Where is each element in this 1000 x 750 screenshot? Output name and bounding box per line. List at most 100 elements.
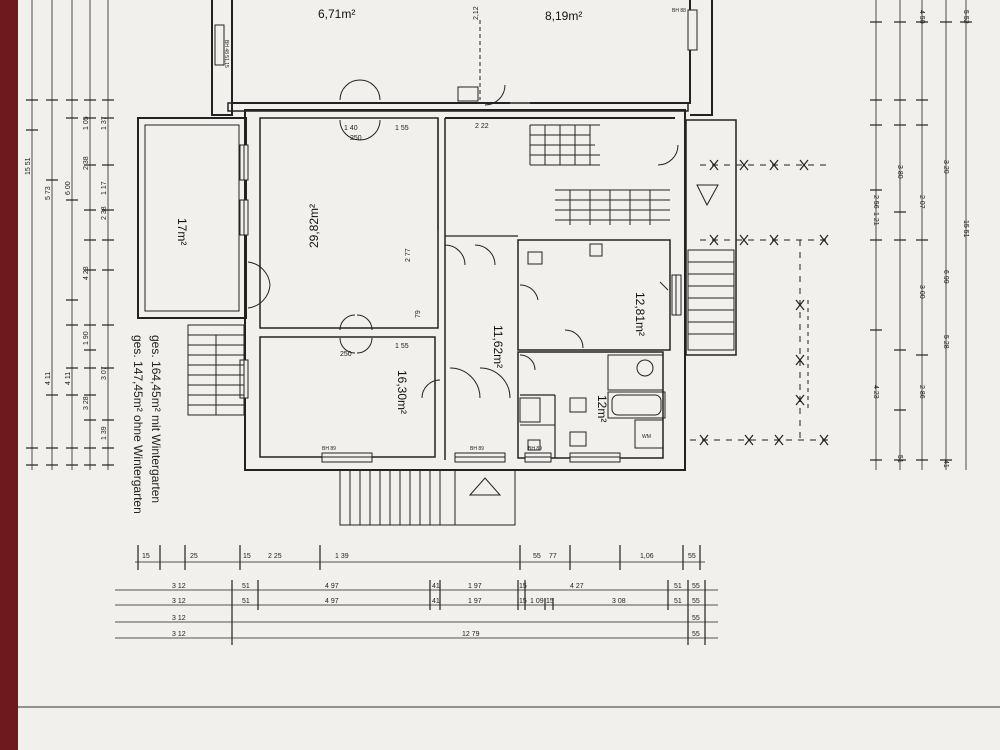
ldim-7: 1 17	[101, 181, 108, 195]
washing-machine-label: WM	[642, 434, 651, 440]
dim-155-top: 1 55	[395, 125, 409, 132]
bdim-3-2: 4 97	[325, 598, 339, 605]
stairs	[187, 124, 735, 526]
zimmer-2-area: 29,82m²	[307, 204, 321, 248]
total-area-without-wintergarten: ges. 147,45m² ohne Wintergarten	[131, 335, 145, 514]
ldim-11: 1 37	[101, 116, 108, 130]
ldim-8: 2 38	[101, 206, 108, 220]
ldim-1: 5 73	[45, 186, 52, 200]
dim-250-mid: 250	[340, 351, 352, 358]
bdim-2-8: 55	[692, 583, 700, 590]
bdim-4-1: 55	[692, 615, 700, 622]
doors	[247, 20, 679, 399]
bdim-5-1: 12 79	[462, 631, 480, 638]
ldim-12: 4 23	[83, 266, 90, 280]
railing-markers	[699, 159, 829, 446]
terrace-railing	[690, 164, 830, 441]
rdim-7: 5 28	[942, 335, 949, 349]
ldim-14: 3 07	[101, 366, 108, 380]
bdim-3-10: 55	[692, 598, 700, 605]
bdim-1-1: 25	[190, 553, 198, 560]
total-area-with-wintergarten: ges. 164,45m² mit Wintergarten	[149, 335, 163, 503]
bdim-1-3: 2 25	[268, 553, 282, 560]
right-dim-labels: 15 51 6 99 5 52 4 50 3 20 2 07 3 00 5 28…	[872, 10, 969, 468]
dim-222: 2 22	[475, 123, 489, 130]
bdim-2-6: 4 27	[570, 583, 584, 590]
bdim-3-4: 1 97	[468, 598, 482, 605]
rdim-13: 51	[896, 455, 903, 463]
ldim-3: 4 11	[45, 372, 52, 385]
bottom-dim-row-1: 15 25 15 2 25 1 39 55 77 1,06 55	[142, 553, 696, 560]
bottom-dim-row-5: 3 12 12 79 55	[172, 631, 700, 638]
bdim-1-2: 15	[243, 553, 251, 560]
bdim-3-1: 51	[242, 598, 250, 605]
bdim-2-3: 41	[432, 583, 440, 590]
bdim-2-1: 51	[242, 583, 250, 590]
room-top-right-area: 8,19m²	[545, 9, 582, 23]
rdim-11: 2 56	[872, 195, 879, 209]
ldim-13: 3 28	[83, 396, 90, 410]
bottom-dimension-lines	[115, 545, 718, 645]
ldim-5: 2 38	[83, 156, 90, 170]
ldim-0: 15 51	[25, 157, 32, 175]
window-label-bh89-a: BH 89	[322, 446, 336, 452]
bdim-3-3: 41	[432, 598, 440, 605]
bad-area: 12m²	[595, 395, 609, 422]
bdim-1-7: 1,06	[640, 553, 654, 560]
bdim-5-2: 55	[692, 631, 700, 638]
bdim-2-2: 4 97	[325, 583, 339, 590]
bdim-1-5: 55	[533, 553, 541, 560]
wintergarten-area: 17m²	[175, 218, 189, 245]
bdim-4-0: 3 12	[172, 615, 186, 622]
ldim-10: 1 05	[83, 116, 90, 130]
left-dimension-lines	[26, 0, 114, 470]
bdim-3-0: 3 12	[172, 598, 186, 605]
dim-212: 2,12	[473, 6, 480, 20]
bdim-2-7: 51	[674, 583, 682, 590]
bottom-dim-row-3: 3 12 51 4 97 41 1 97 15 1 09 15 3 08 51 …	[172, 598, 700, 605]
room-top-left-area: 6,71m²	[318, 7, 355, 21]
bdim-3-8: 3 08	[612, 598, 626, 605]
dim-277: 2 77	[405, 248, 412, 262]
rdim-10: 3 80	[896, 165, 903, 179]
window-label-bh48: BH 48 51,15	[223, 40, 229, 68]
ldim-6: 1 90	[83, 331, 90, 345]
bdim-1-0: 15	[142, 553, 150, 560]
dim-250-top: 250	[350, 135, 362, 142]
window-label-bh89-b: BH 89	[470, 446, 484, 452]
right-dimension-lines	[870, 0, 972, 470]
zimmer-1-area: 16,30m²	[395, 370, 409, 414]
left-dim-labels: 15 51 5 73 6 00 4 11 4 11 2 38 1 90 1 17…	[25, 116, 108, 440]
bdim-2-0: 3 12	[172, 583, 186, 590]
bdim-5-0: 3 12	[172, 631, 186, 638]
rdim-8: 2 86	[918, 385, 925, 399]
rdim-9: 4 23	[872, 385, 879, 399]
rdim-14: 41	[942, 460, 949, 468]
ldim-4: 4 11	[65, 372, 72, 385]
dim-155-mid: 1 55	[395, 343, 409, 350]
rdim-4: 3 20	[942, 160, 949, 174]
bdim-2-4: 1 97	[468, 583, 482, 590]
ldim-2: 6 00	[65, 181, 72, 195]
bdim-3-9: 51	[674, 598, 682, 605]
rdim-1: 6 99	[942, 270, 949, 284]
bdim-3-5: 15	[519, 598, 527, 605]
rdim-0: 15 51	[962, 220, 969, 238]
bdim-3-6: 1 09	[530, 598, 544, 605]
dim-79: 79	[415, 310, 422, 318]
kueche-area: 12,81m²	[633, 292, 647, 336]
rdim-6: 3 00	[918, 285, 925, 299]
bottom-dim-row-4: 3 12 55	[172, 615, 700, 622]
diele-area: 11,62m²	[491, 325, 505, 368]
walls	[137, 0, 737, 471]
windows	[214, 9, 698, 463]
bdim-1-6: 77	[549, 553, 557, 560]
bottom-dim-row-2: 3 12 51 4 97 41 1 97 15 4 27 51 55	[172, 583, 700, 590]
ldim-9: 1 39	[101, 426, 108, 440]
fixtures	[519, 243, 669, 451]
rdim-5: 2 07	[918, 195, 925, 209]
bdim-1-4: 1 39	[335, 553, 349, 560]
window-label-bh89-c: BH 89	[528, 446, 542, 452]
bdim-2-5: 15	[519, 583, 527, 590]
